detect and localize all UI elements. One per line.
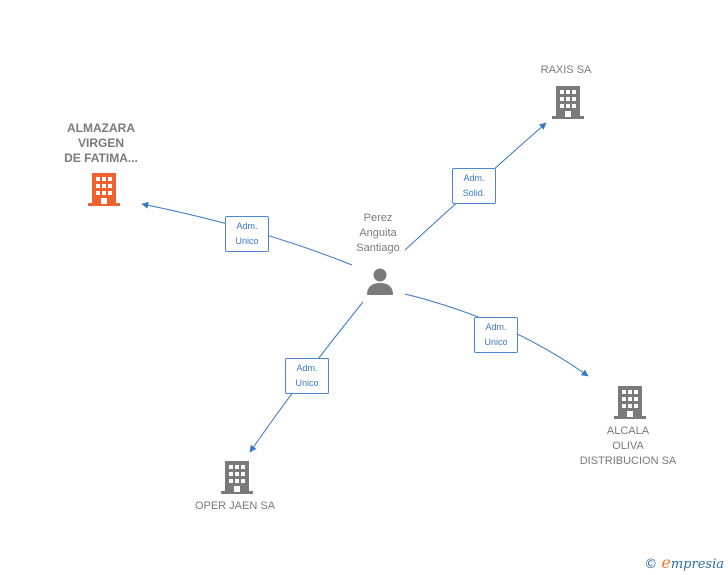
brand-name: mpresia <box>670 557 724 572</box>
person-name[interactable]: Perez Anguita Santiago <box>356 212 400 254</box>
person-icon[interactable] <box>365 266 395 296</box>
company-almazara-label[interactable]: ALMAZARA VIRGEN DE FATIMA... <box>64 121 138 165</box>
edge-label-oper: Adm. Unico <box>285 358 329 394</box>
edge-label-raxis: Adm. Solid. <box>452 168 496 204</box>
empresia-logo[interactable]: © empresia <box>644 553 724 572</box>
company-raxis-label[interactable]: RAXIS SA <box>540 64 592 76</box>
building-icon[interactable] <box>88 171 120 207</box>
brand-initial: e <box>661 553 671 572</box>
building-icon[interactable] <box>221 459 253 495</box>
company-oper-label[interactable]: OPER JAEN SA <box>194 500 276 512</box>
copyright-symbol: © <box>644 557 658 572</box>
building-icon[interactable] <box>552 84 584 120</box>
company-alcala-label[interactable]: ALCALA OLIVA DISTRIBUCION SA <box>579 425 677 467</box>
edge-label-alcala: Adm. Unico <box>474 317 518 353</box>
edge-label-almazara: Adm. Unico <box>225 216 269 252</box>
building-icon[interactable] <box>614 384 646 420</box>
